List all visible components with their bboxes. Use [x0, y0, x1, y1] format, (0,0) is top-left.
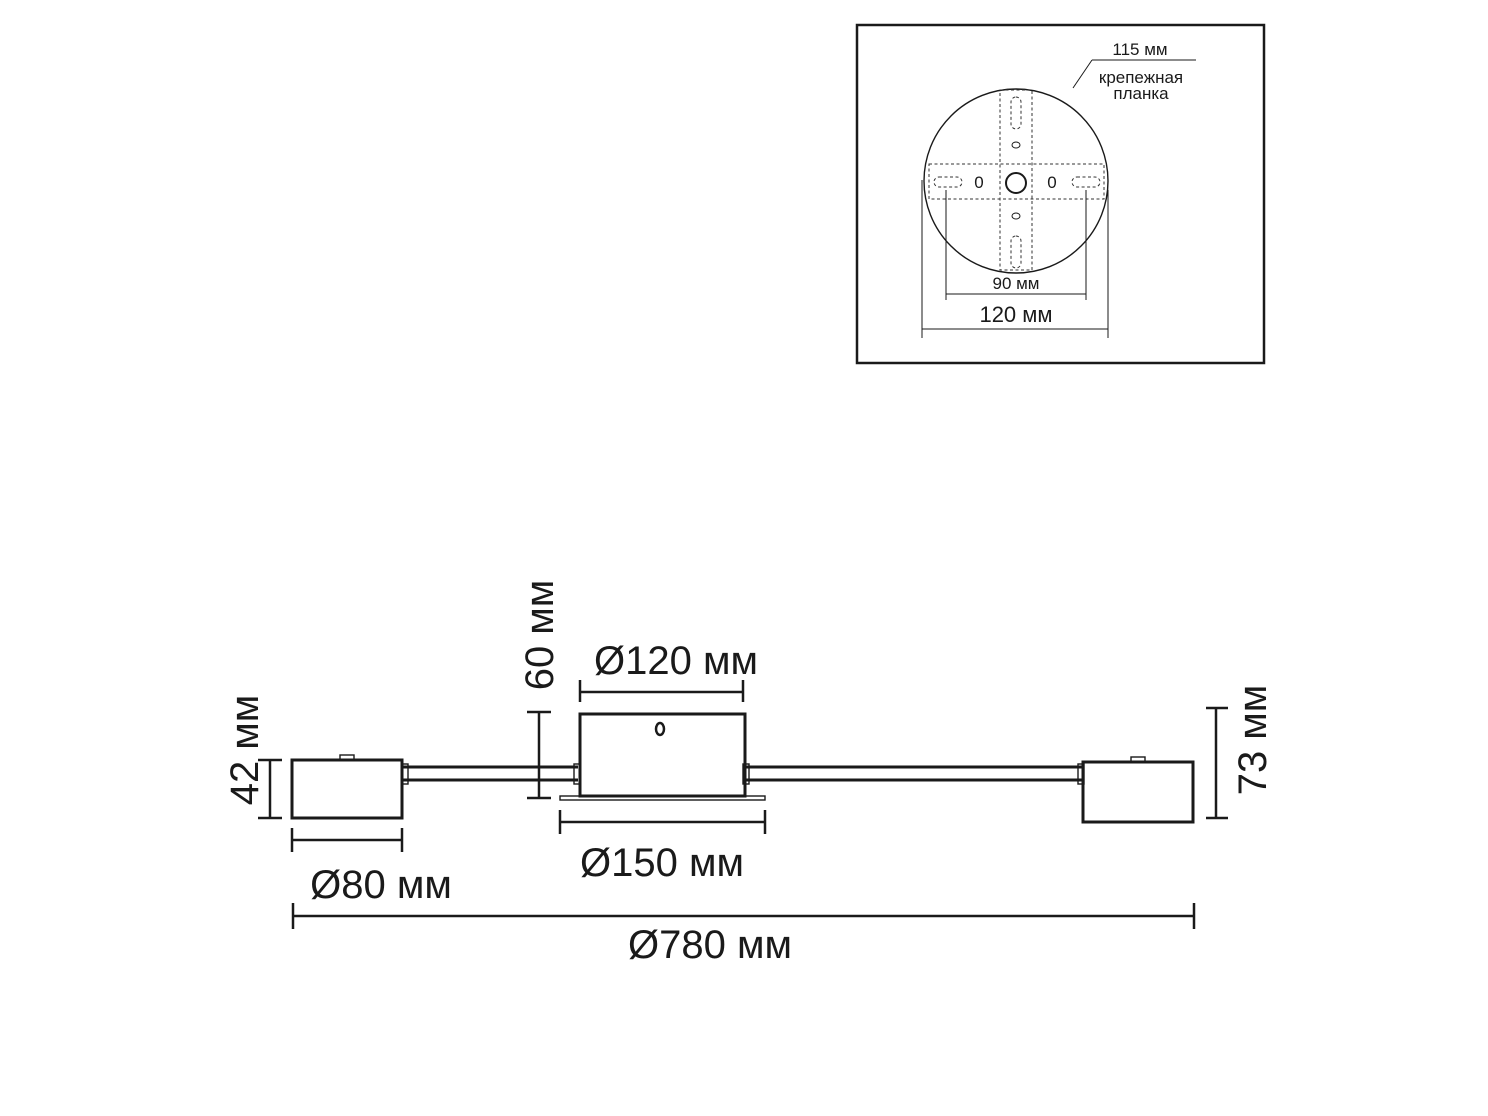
- center-hole: [1005, 172, 1027, 194]
- hole-right-mark: 0: [1047, 173, 1056, 192]
- lamp-right-cap: [1130, 756, 1146, 763]
- slot-top: [1010, 96, 1022, 130]
- lamp-left-cap: [339, 754, 355, 761]
- label-42: 42 мм: [223, 695, 267, 806]
- slot-bottom: [1010, 235, 1022, 269]
- hole-left-mark: 0: [974, 173, 983, 192]
- plate-vertical: [999, 89, 1033, 271]
- lamp-left: [290, 758, 404, 820]
- leader-115-diag: [1072, 59, 1093, 89]
- slot-left: [933, 176, 963, 188]
- canopy-circle: [923, 88, 1109, 274]
- label-d80: Ø80 мм: [310, 863, 452, 907]
- inset-panel: 0 0 115 мм крепежная планка 90 мм 120 мм: [855, 23, 1266, 365]
- label-90: 90 мм: [992, 274, 1039, 293]
- label-60: 60 мм: [518, 580, 562, 691]
- plate-horizontal: [928, 163, 1105, 200]
- label-115: 115 мм: [1112, 40, 1167, 59]
- label-120: 120 мм: [979, 302, 1052, 327]
- hole-bottom: [1011, 212, 1021, 220]
- fixture-side-view: Ø120 мм 60 мм 42 мм 73 мм Ø80 мм Ø150 мм…: [223, 580, 1275, 967]
- label-73: 73 мм: [1231, 685, 1275, 796]
- inset-frame: [855, 23, 1266, 365]
- label-d780: Ø780 мм: [628, 923, 792, 967]
- label-plate-line2: планка: [1113, 84, 1169, 103]
- canopy-screw: [654, 721, 666, 737]
- label-d120: Ø120 мм: [594, 639, 758, 683]
- hole-top: [1011, 141, 1021, 149]
- label-plate-line1: крепежная: [1099, 68, 1183, 87]
- canopy-base-plate: [559, 795, 766, 801]
- slot-right: [1071, 176, 1101, 188]
- lamp-right: [1081, 760, 1195, 824]
- label-d150: Ø150 мм: [580, 841, 744, 885]
